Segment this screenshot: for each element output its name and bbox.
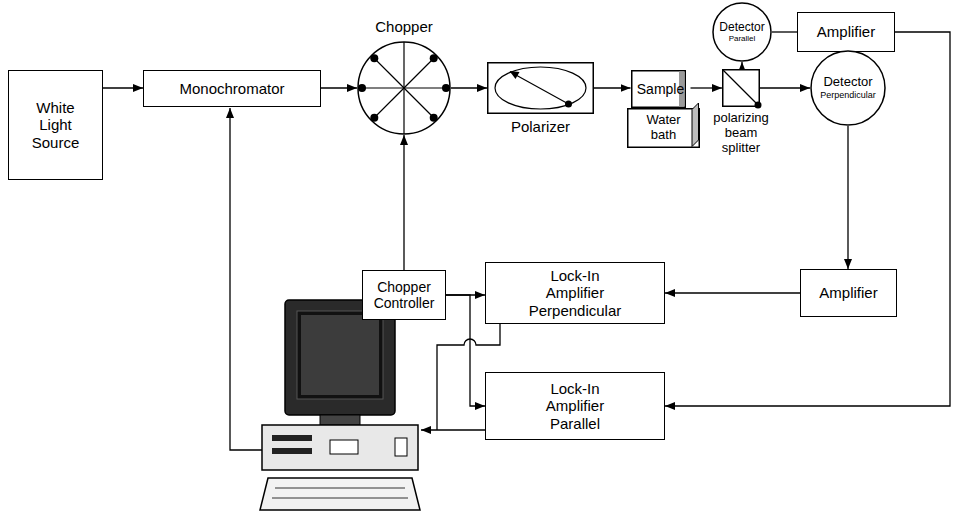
detector-circle: DetectorParallel bbox=[712, 2, 772, 62]
box-label: Monochromator bbox=[179, 80, 284, 97]
text-holder: Amplifier bbox=[801, 270, 896, 316]
part-label: Polarizer bbox=[511, 118, 570, 135]
box-label: Detector bbox=[823, 75, 872, 90]
controller-box: Chopper Controller bbox=[362, 270, 446, 320]
signal-connector bbox=[594, 87, 631, 88]
amplifier-box: Amplifier bbox=[800, 269, 897, 317]
signal-connector bbox=[665, 292, 800, 293]
text-holder: DetectorParallel bbox=[712, 2, 772, 62]
box-label: Parallel bbox=[729, 34, 756, 43]
signal-connector bbox=[847, 126, 848, 269]
box-label: Perpendicular bbox=[820, 90, 876, 100]
box-label: White Light Source bbox=[25, 99, 87, 151]
text-holder: Lock-In Amplifier Perpendicular bbox=[486, 263, 664, 323]
part-label: polarizing beam splitter bbox=[708, 111, 774, 156]
amplifier-box: Amplifier bbox=[797, 12, 895, 52]
text-holder: Monochromator bbox=[144, 71, 320, 106]
text-holder: Amplifier bbox=[798, 13, 894, 51]
text-holder: Water bath bbox=[627, 108, 700, 148]
polarizer-box: Polarizer bbox=[487, 62, 594, 114]
signal-connector bbox=[321, 87, 357, 88]
text-holder: White Light Source bbox=[9, 71, 102, 179]
box-label: Chopper Controller bbox=[368, 279, 440, 311]
split-outline bbox=[722, 69, 760, 107]
monochromator-box: Monochromator bbox=[143, 70, 321, 107]
signal-wires bbox=[230, 108, 500, 450]
signal-connector bbox=[451, 87, 487, 88]
signal-connector bbox=[446, 295, 485, 406]
box-label: Amplifier bbox=[819, 284, 877, 301]
box-label: Water bath bbox=[639, 113, 689, 143]
light-source-box: White Light Source bbox=[8, 70, 103, 180]
chopper-wheel: Chopper bbox=[357, 41, 451, 135]
text-holder: Lock-In Amplifier Parallel bbox=[486, 373, 664, 439]
signal-connector bbox=[741, 62, 742, 69]
box-label: Sample bbox=[637, 81, 684, 97]
signal-connector bbox=[665, 32, 950, 406]
lock-in-box: Lock-In Amplifier Perpendicular bbox=[485, 262, 665, 324]
water-bath: Water bath bbox=[627, 108, 700, 148]
signal-connector bbox=[403, 135, 404, 270]
lock-in-output-wire bbox=[421, 429, 485, 430]
signal-connector bbox=[691, 87, 723, 88]
text-holder: DetectorPerpendicular bbox=[810, 50, 886, 126]
text-holder: Chopper Controller bbox=[363, 271, 445, 319]
sample-cell: Sample bbox=[631, 70, 691, 108]
text-holder: Sample bbox=[631, 70, 691, 108]
chop-outline bbox=[357, 41, 451, 135]
box-label: Amplifier bbox=[817, 23, 875, 40]
signal-connector bbox=[772, 31, 797, 32]
pol-outline bbox=[487, 62, 594, 114]
box-label: Lock-In Amplifier Parallel bbox=[520, 380, 630, 432]
detector-circle: DetectorPerpendicular bbox=[810, 50, 886, 126]
lock-in-box: Lock-In Amplifier Parallel bbox=[485, 372, 665, 440]
signal-connector bbox=[760, 87, 810, 88]
box-label: Detector bbox=[719, 21, 764, 35]
computer-illustration bbox=[260, 300, 420, 510]
signal-connector bbox=[103, 87, 143, 88]
box-label: Lock-In Amplifier Perpendicular bbox=[520, 267, 630, 319]
computer-control-wire bbox=[230, 108, 262, 450]
part-label: Chopper bbox=[375, 18, 433, 35]
beam-splitter: polarizing beam splitter bbox=[722, 69, 760, 107]
